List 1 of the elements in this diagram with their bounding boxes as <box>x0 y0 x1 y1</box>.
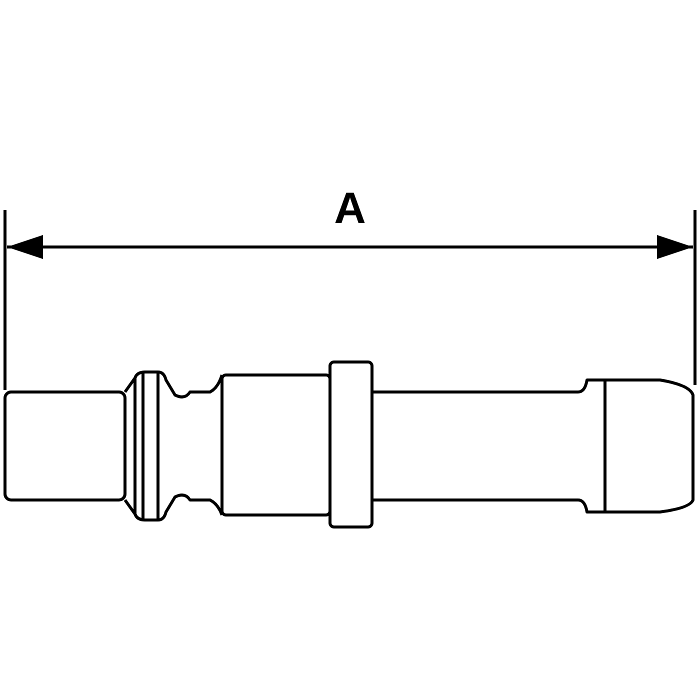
dimension-label: A <box>333 185 367 233</box>
